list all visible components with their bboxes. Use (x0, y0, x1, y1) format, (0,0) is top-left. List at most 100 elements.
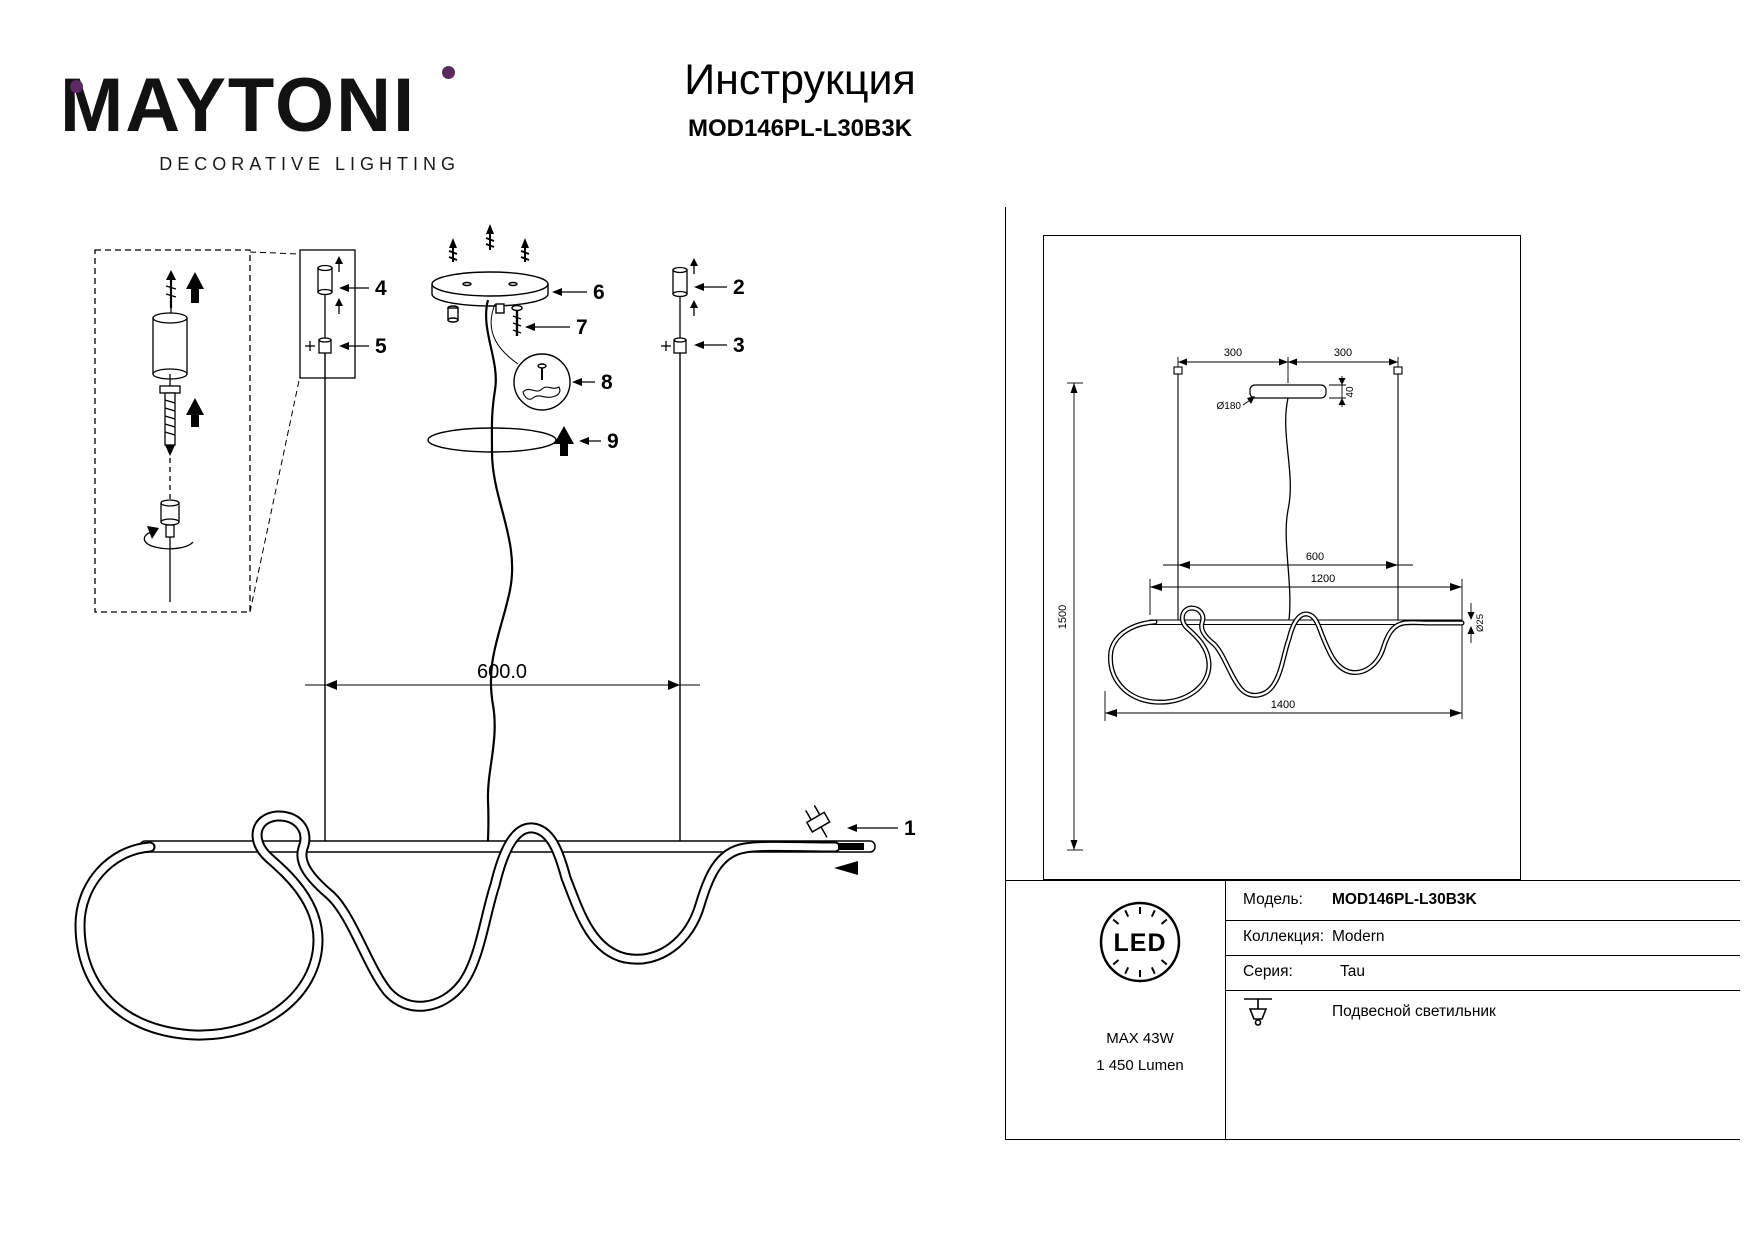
part-label-3: 3 (694, 334, 745, 357)
dimension-total-width: 1400 (1104, 691, 1462, 721)
spec-row-model-value: MOD146PL-L30B3K (1332, 891, 1477, 908)
part-label-7: 7 (525, 316, 588, 339)
small-up-arrow-icon (166, 270, 176, 280)
logo-dot-m-icon (70, 80, 83, 93)
led-tube-core (76, 812, 839, 1039)
spec-row-rule-1 (1225, 920, 1740, 921)
svg-text:3: 3 (733, 334, 745, 357)
spec-row-model-label: Модель: (1243, 891, 1303, 908)
detail-projection-lines (249, 251, 301, 613)
part-label-4: 4 (339, 277, 387, 300)
svg-text:9: 9 (607, 430, 619, 453)
svg-text:7: 7 (576, 316, 588, 339)
part-label-5: 5 (339, 335, 387, 358)
pendant-lamp-icon (1244, 998, 1272, 1026)
svg-text:2: 2 (733, 276, 745, 299)
logo-dot-i-icon (442, 66, 455, 79)
canopy-bolt (511, 304, 523, 336)
svg-text:4: 4 (375, 277, 387, 300)
plug-icon (805, 805, 831, 838)
canopy-socket (495, 303, 505, 314)
svg-text:5: 5 (375, 335, 387, 358)
dimension-drawing-panel: 300 300 Ø180 40 1500 (1043, 235, 1521, 880)
dimension-suspension-height: 1500 (1057, 382, 1083, 851)
svg-text:300: 300 (1224, 347, 1242, 359)
spec-row-rule-2 (1225, 955, 1740, 956)
panel-frame (1043, 235, 1521, 880)
small-up-arrow-icon (690, 258, 698, 266)
canopy-screw (520, 238, 530, 262)
led-rays-icon (1112, 907, 1168, 977)
suspension-detail-inset (94, 249, 251, 613)
svg-text:Ø25: Ø25 (1475, 614, 1486, 632)
ceiling-canopy (431, 224, 549, 336)
suspension-wires (1173, 366, 1403, 620)
title-block: Инструкция MOD146PL-L30B3K (600, 56, 1000, 143)
tube-connector (838, 843, 864, 850)
canopy (1249, 384, 1327, 399)
svg-text:8: 8 (601, 371, 613, 394)
dimension-300-300: 300 300 (1177, 347, 1399, 383)
rotation-arrow-icon (143, 531, 194, 550)
spec-row-collection-value: Modern (1332, 928, 1385, 945)
small-up-arrow-icon (690, 300, 698, 308)
dimension-rod-length: 1200 (1149, 573, 1463, 719)
leader-curve (490, 303, 519, 365)
svg-text:1: 1 (904, 817, 916, 840)
bold-left-arrow-icon (834, 861, 858, 875)
cord-grip-cap (160, 499, 180, 538)
led-badge: LED (1099, 901, 1181, 983)
bold-up-arrow-icon (186, 398, 204, 427)
svg-text:Ø180: Ø180 (1217, 401, 1242, 412)
main-divider (1005, 207, 1006, 1140)
spec-top-rule (1005, 880, 1740, 881)
left-suspension-assembly (299, 249, 356, 842)
bold-up-arrow-icon (186, 272, 204, 303)
svg-text:1500: 1500 (1057, 605, 1069, 629)
spec-row-collection-label: Коллекция: (1243, 928, 1325, 945)
power-cord (485, 299, 514, 843)
svg-text:1200: 1200 (1311, 573, 1335, 585)
part-label-1: 1 (847, 817, 916, 840)
led-circle (1099, 901, 1181, 983)
right-suspension-assembly (661, 258, 698, 842)
spec-row-type-value: Подвесной светильник (1332, 1003, 1496, 1020)
dimension-canopy-diameter: Ø180 (1217, 396, 1255, 412)
canopy-screw (485, 224, 495, 250)
maytoni-logo: MAYTONI DECORATIVE LIGHTING (60, 63, 460, 175)
led-tube-core (1109, 606, 1464, 704)
svg-text:40: 40 (1345, 386, 1356, 398)
canopy-socket (447, 305, 459, 323)
dimension-600: 600.0 (305, 661, 700, 690)
exploded-view-diagram: 4 5 (74, 224, 916, 1041)
canopy-screw (448, 238, 458, 262)
led-label: LED (1114, 929, 1167, 957)
brand-subtitle: DECORATIVE LIGHTING (159, 154, 460, 174)
model-number: MOD146PL-L30B3K (687, 115, 913, 142)
svg-text:300: 300 (1334, 347, 1352, 359)
bold-up-arrow-icon (554, 426, 574, 456)
page-title: Инструкция (684, 56, 916, 104)
cord-lock-detail-circle (513, 353, 571, 411)
svg-text:600.0: 600.0 (477, 661, 527, 683)
dimension-canopy-height: 40 (1329, 376, 1356, 407)
part-label-8: 8 (572, 371, 613, 394)
part-label-9: 9 (579, 430, 619, 453)
svg-text:600: 600 (1306, 551, 1324, 563)
spec-row-series-value: Tau (1340, 963, 1365, 980)
dimension-tube-diameter: Ø25 (1467, 603, 1486, 643)
spec-bottom-rule (1005, 1139, 1740, 1140)
power-cord (1285, 397, 1291, 621)
spec-row-series-label: Серия: (1243, 963, 1293, 980)
dimension-wire-span: 600 (1163, 551, 1413, 569)
small-up-arrow-icon (335, 298, 343, 306)
part-label-2: 2 (694, 276, 745, 299)
spec-column-rule (1225, 880, 1226, 1139)
svg-text:1400: 1400 (1271, 699, 1295, 711)
part-label-6: 6 (552, 281, 605, 304)
screw (159, 374, 181, 456)
brand-name: MAYTONI (60, 63, 417, 148)
small-up-arrow-icon (335, 256, 343, 264)
luminous-flux: 1 450 Lumen (1096, 1057, 1184, 1074)
